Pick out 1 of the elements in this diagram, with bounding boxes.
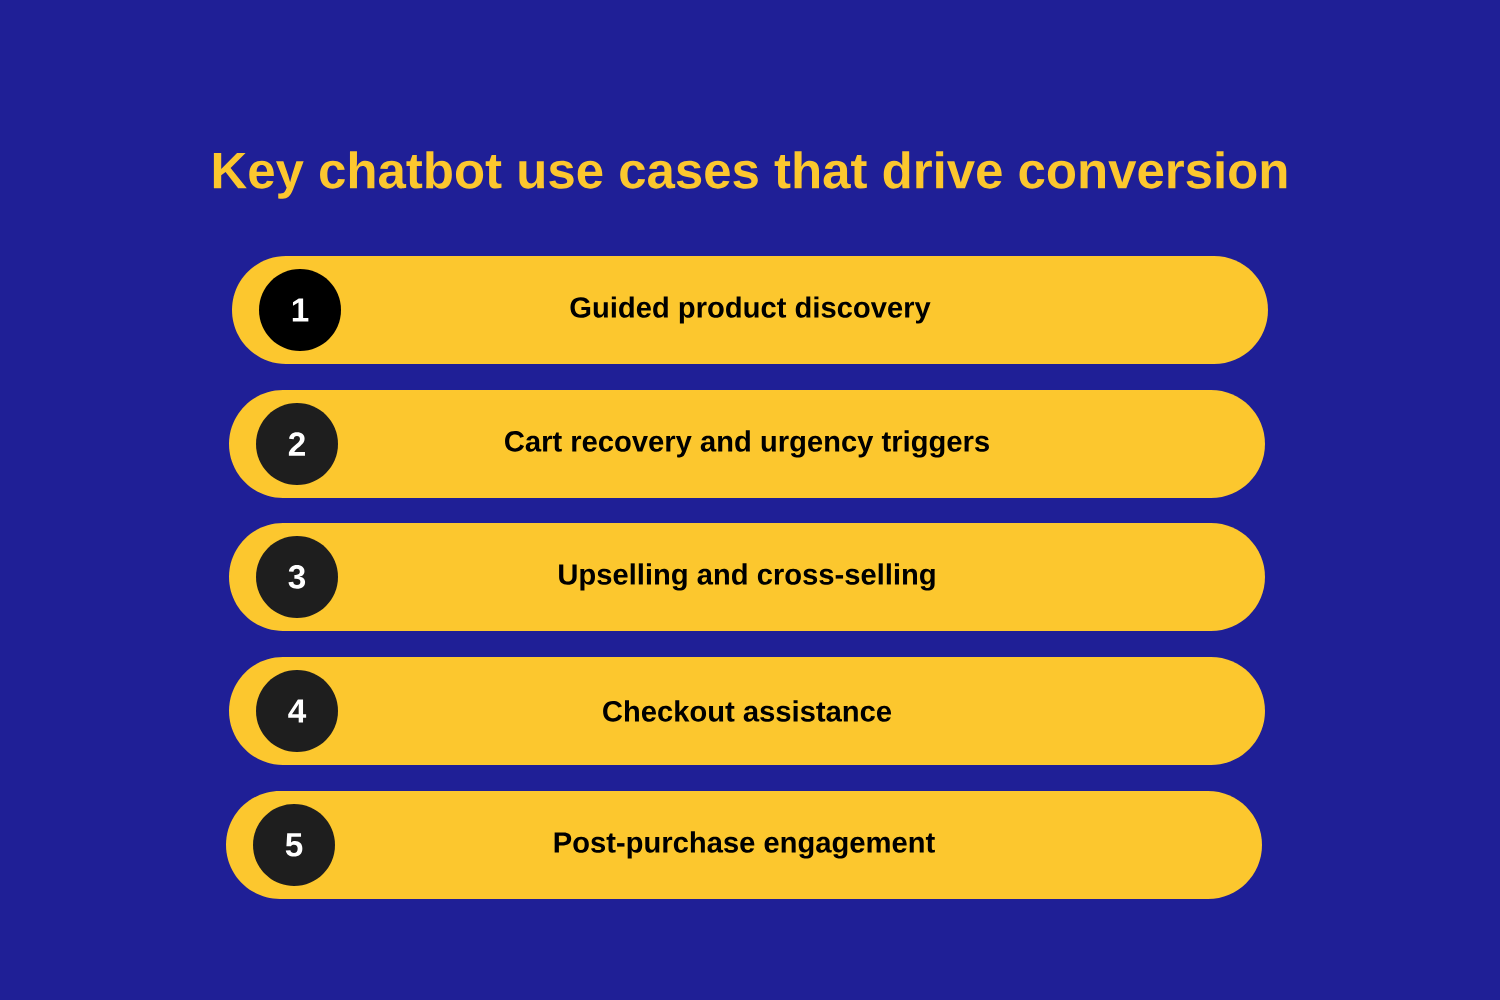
title: Key chatbot use cases that drive conversion — [213, 151, 1287, 199]
